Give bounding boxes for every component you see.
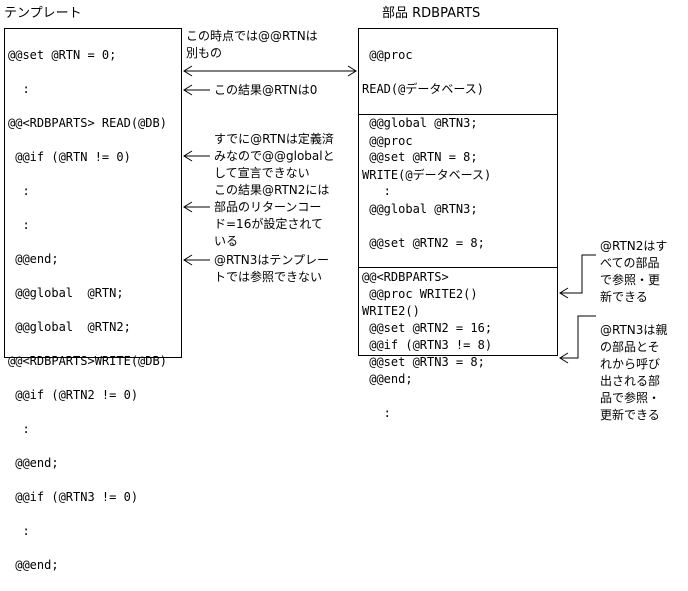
parts-line: @@set @RTN = 8; bbox=[362, 150, 478, 164]
arrow-head bbox=[183, 65, 193, 77]
parts-line: : bbox=[362, 184, 391, 198]
template-title: テンプレート bbox=[4, 6, 82, 21]
note-result1: この結果@RTNは0 bbox=[214, 83, 318, 97]
template-line: @@if (@RTN != 0) bbox=[8, 150, 131, 164]
template-line: @@global @RTN2; bbox=[8, 320, 131, 334]
parts-line: @@set @RTN3 = 8; bbox=[362, 355, 485, 369]
arrows-layer bbox=[183, 65, 596, 364]
parts-line: @@if (@RTN3 != 8) bbox=[362, 338, 493, 352]
note-separate: この時点では@@RTNは 別もの bbox=[186, 29, 318, 60]
arrow-rtn3-parts bbox=[560, 315, 596, 359]
arrow-head bbox=[183, 84, 193, 96]
arrow-rtn2-parts bbox=[560, 254, 596, 294]
template-line: @@end; bbox=[8, 456, 59, 470]
parts-section-read: @@proc READ(@データベース) @@global @RTN3; @@s… bbox=[362, 30, 484, 217]
parts-line: @@set @RTN2 = 16; bbox=[362, 321, 493, 335]
template-line: : bbox=[8, 82, 30, 96]
parts-line: WRITE2() bbox=[362, 304, 420, 318]
arrow-head bbox=[183, 254, 193, 266]
template-line: @@<RDBPARTS> READ(@DB) bbox=[8, 116, 167, 130]
parts-line: @@<RDBPARTS> bbox=[362, 270, 449, 284]
template-line: @@if (@RTN2 != 0) bbox=[8, 388, 139, 402]
template-line: @@end; bbox=[8, 558, 59, 572]
parts-line: @@set @RTN2 = 8; bbox=[362, 236, 485, 250]
arrow-head bbox=[559, 287, 569, 299]
template-line: @@<RDBPARTS>WRITE(@DB) bbox=[8, 354, 167, 368]
note-rtn2-parts: @RTN2はす べての部品 で参照・更 新できる bbox=[600, 239, 668, 304]
parts-section-write2: @@proc WRITE2() @@set @RTN2 = 16; @@set … bbox=[362, 269, 492, 388]
parts-line: : bbox=[362, 406, 391, 420]
note-global-decl: すでに@RTNは定義済 みなので@@globalと して宣言できない bbox=[214, 132, 335, 180]
arrow-head bbox=[183, 150, 193, 162]
parts-title: 部品 RDBPARTS bbox=[382, 6, 481, 21]
parts-line: @@global @RTN3; bbox=[362, 116, 478, 130]
template-box bbox=[4, 28, 182, 358]
parts-line: @@proc bbox=[362, 134, 413, 148]
parts-line: @@end; bbox=[362, 372, 413, 386]
arrow-head bbox=[347, 65, 357, 77]
template-line: @@end; bbox=[8, 252, 59, 266]
parts-line: WRITE(@データベース) bbox=[362, 168, 492, 182]
arrow-head bbox=[183, 201, 193, 213]
template-line: : bbox=[8, 218, 30, 232]
parts-divider bbox=[358, 267, 558, 268]
template-line: @@set @RTN = 0; bbox=[8, 48, 117, 62]
template-line: @@global @RTN; bbox=[8, 286, 124, 300]
note-result2: この結果@RTN2には 部品のリターンコー ド=16が設定されて いる bbox=[214, 183, 330, 248]
parts-line: @@global @RTN3; bbox=[362, 202, 478, 216]
note-rtn3-parts: @RTN3は親 の部品とそ れから呼び 出される部 品で参照・ 更新できる bbox=[600, 323, 668, 422]
parts-divider bbox=[358, 114, 558, 115]
parts-section-write: @@proc WRITE(@データベース) @@global @RTN3; @@… bbox=[362, 116, 492, 439]
parts-line: READ(@データベース) bbox=[362, 82, 484, 96]
template-line: : bbox=[8, 524, 30, 538]
template-line: : bbox=[8, 184, 30, 198]
parts-line: @@proc WRITE2() bbox=[362, 287, 478, 301]
arrow-head bbox=[559, 352, 569, 364]
parts-box bbox=[358, 28, 558, 356]
note-rtn3-template: @RTN3はテンプレー トでは参照できない bbox=[214, 253, 330, 284]
template-line: @@if (@RTN3 != 0) bbox=[8, 490, 139, 504]
template-line: : bbox=[8, 422, 30, 436]
parts-line: @@proc bbox=[362, 48, 413, 62]
